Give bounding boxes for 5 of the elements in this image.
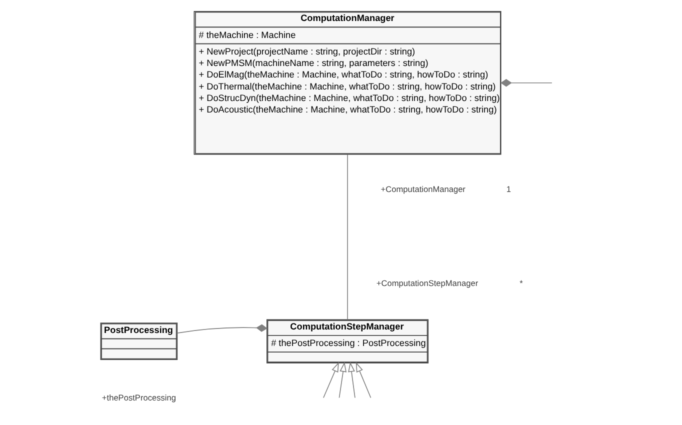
label: 1	[506, 184, 511, 194]
label: +ComputationStepManager	[376, 278, 478, 288]
label: +ComputationManager	[380, 184, 465, 194]
label: +thePostProcessing	[101, 392, 176, 403]
label: *	[519, 278, 522, 288]
